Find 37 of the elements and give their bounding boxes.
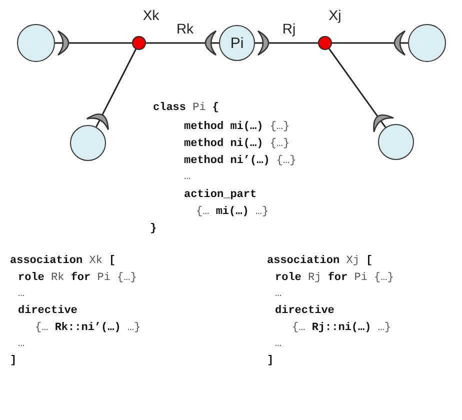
code-line: ] (267, 355, 274, 368)
code-line: association Xk [ (10, 255, 116, 268)
object-circle (408, 24, 446, 62)
code-line: method mi(…) {…} (184, 121, 290, 134)
node-label: Xk (142, 7, 160, 23)
edge-label: Rj (281, 22, 297, 36)
code-line: method ni’(…) {…} (184, 155, 296, 168)
code-line: … (18, 288, 25, 301)
connector (328, 48, 394, 133)
code-line: action_part (184, 189, 257, 202)
connector (55, 30, 132, 56)
edge-label: Rk (175, 22, 195, 36)
object-circle (17, 24, 55, 62)
code-line: … (18, 338, 25, 351)
code-line: directive (275, 305, 334, 318)
node-label: Xj (328, 7, 342, 23)
code-line: class Pi { (153, 102, 220, 115)
code-line: role Rj for Pi {…} (275, 272, 394, 285)
object-circle (70, 125, 106, 161)
code-line: } (150, 223, 157, 236)
connector (86, 48, 136, 130)
connector (255, 30, 318, 56)
object-circle: Pi (219, 25, 255, 61)
code-line: {… Rk::ni’(…) …} (35, 322, 141, 335)
connector (146, 30, 219, 56)
code-line: {… mi(…) …} (196, 206, 269, 219)
code-line: ] (10, 355, 17, 368)
code-line: … (275, 338, 282, 351)
code-line: directive (18, 305, 78, 318)
connector (332, 30, 408, 56)
code-line: association Xj [ (267, 255, 373, 268)
code-line: role Rk for Pi {…} (18, 272, 137, 285)
code-line: … (275, 288, 282, 301)
code-line: method ni(…) {…} (184, 138, 290, 151)
code-line: … (184, 171, 191, 184)
object-circle (378, 124, 414, 160)
code-line: {… Rj::ni(…) …} (292, 322, 392, 335)
